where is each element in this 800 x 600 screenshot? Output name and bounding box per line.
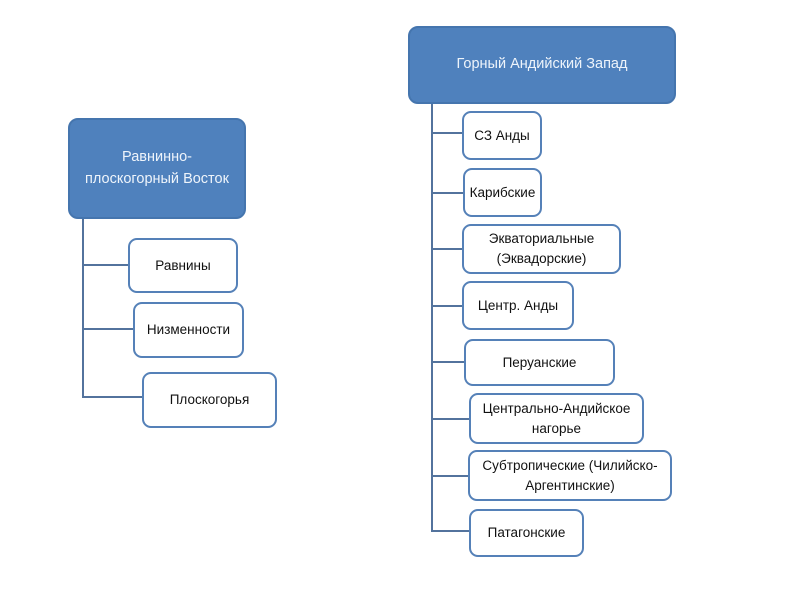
tree-node-caribbean: Карибские bbox=[463, 168, 542, 217]
connector-line bbox=[82, 219, 84, 398]
tree-node-nw-andes: СЗ Анды bbox=[462, 111, 542, 160]
connector-line bbox=[82, 264, 128, 266]
tree-node-central-andes: Центр. Анды bbox=[462, 281, 574, 330]
connector-line bbox=[431, 132, 462, 134]
tree-root-andean-west: Горный Андийский Запад bbox=[408, 26, 676, 104]
connector-line bbox=[82, 328, 133, 330]
connector-line bbox=[431, 418, 469, 420]
tree-node-patagonian: Патагонские bbox=[469, 509, 584, 557]
tree-node-peruvian: Перуанские bbox=[464, 339, 615, 386]
connector-line bbox=[431, 248, 462, 250]
tree-root-plains-east: Равнинно- плоскогорный Восток bbox=[68, 118, 246, 219]
tree-node-equatorial: Экваториальные (Эквадорские) bbox=[462, 224, 621, 274]
connector-line bbox=[431, 361, 464, 363]
connector-line bbox=[431, 104, 433, 532]
tree-node-subtropical: Субтропические (Чилийско- Аргентинские) bbox=[468, 450, 672, 501]
tree-node-plains: Равнины bbox=[128, 238, 238, 293]
connector-line bbox=[431, 530, 469, 532]
connector-line bbox=[431, 192, 463, 194]
connector-line bbox=[431, 305, 462, 307]
tree-node-plateaus: Плоскогорья bbox=[142, 372, 277, 428]
connector-line bbox=[82, 396, 142, 398]
tree-node-central-andean-highland: Центрально-Андийское нагорье bbox=[469, 393, 644, 444]
tree-node-lowlands: Низменности bbox=[133, 302, 244, 358]
connector-line bbox=[431, 475, 468, 477]
